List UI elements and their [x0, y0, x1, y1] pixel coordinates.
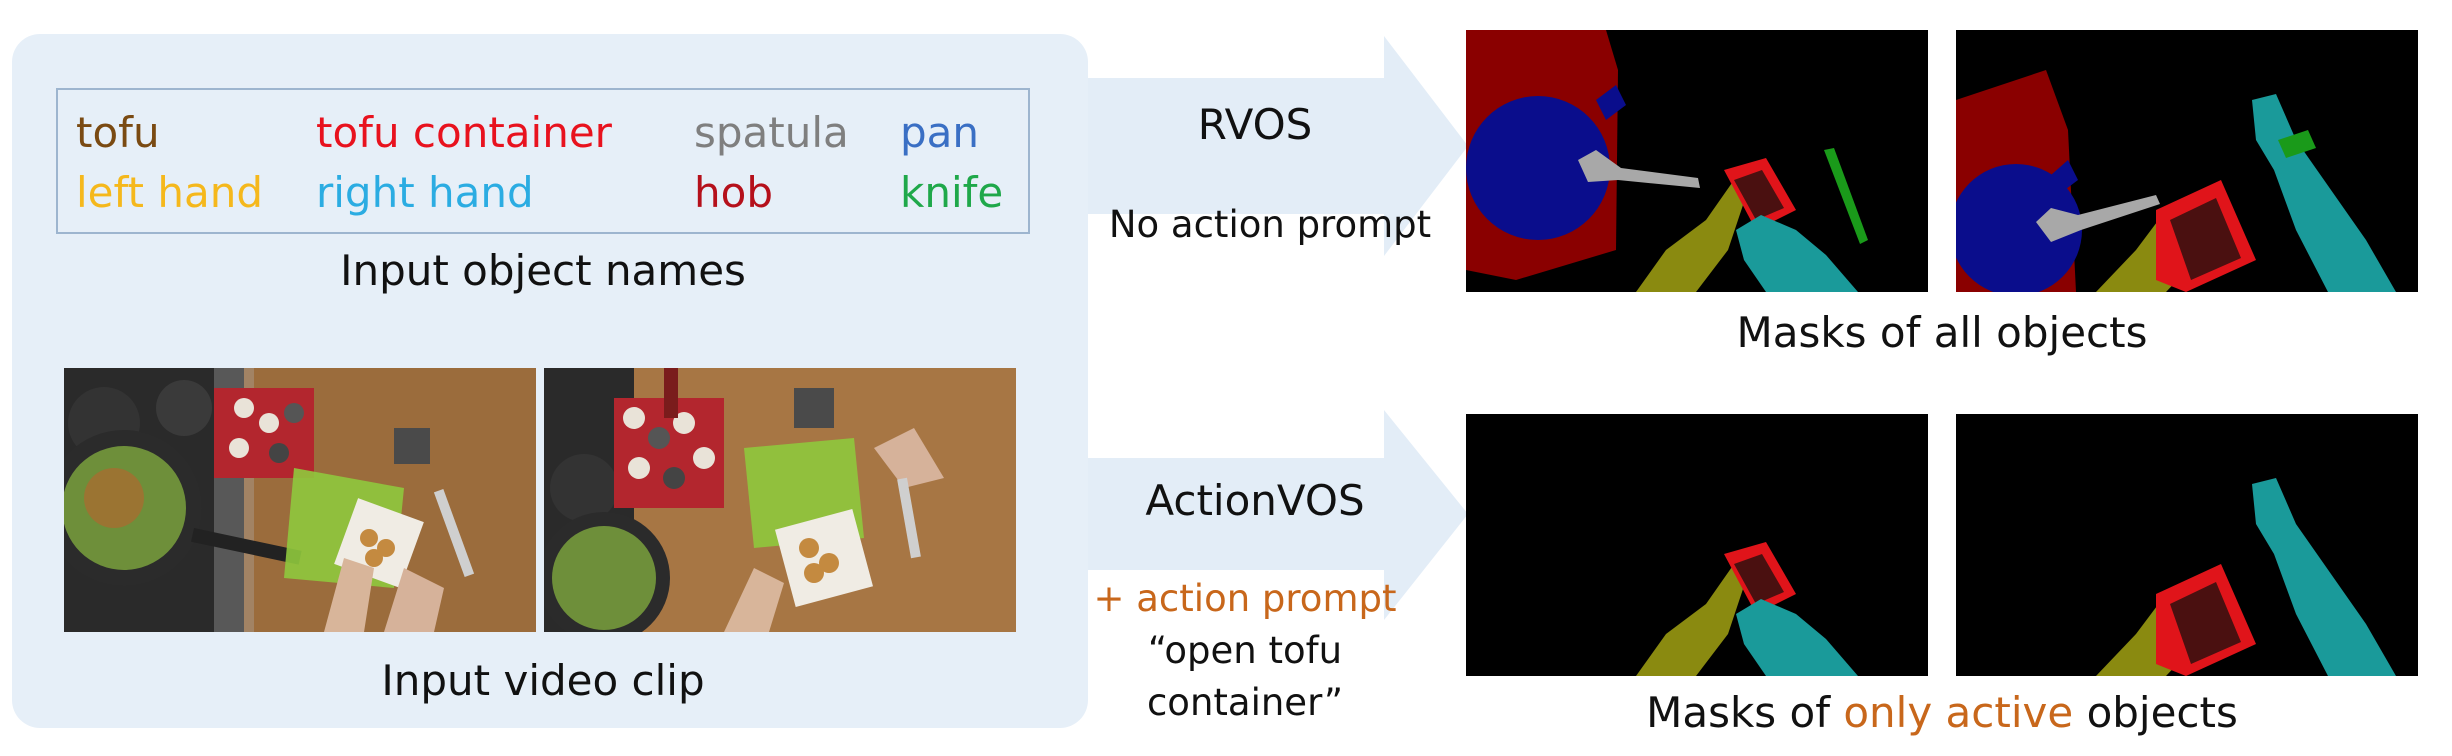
object-name-tofu: tofu [76, 108, 160, 157]
object-names-caption: Input object names [340, 246, 746, 295]
all-objects-mask-2 [1956, 30, 2418, 292]
active-masks-caption-highlight: only active [1843, 688, 2074, 737]
active-objects-mask-2 [1956, 414, 2418, 676]
object-name-pan: pan [900, 108, 980, 157]
object-name-right-hand: right hand [316, 168, 534, 217]
object-name-tofu-container: tofu container [316, 108, 612, 157]
object-name-knife: knife [900, 168, 1004, 217]
object-name-hob: hob [694, 168, 773, 217]
video-clip-caption: Input video clip [381, 656, 705, 705]
rvos-label: RVOS [1197, 100, 1313, 149]
active-objects-mask-1 [1466, 414, 1928, 676]
rvos-note: No action prompt [1108, 203, 1432, 246]
active-masks-caption-prefix: Masks of [1646, 688, 1844, 737]
rvos-arrow [1088, 36, 1468, 256]
video-frame-1 [64, 368, 536, 632]
active-masks-caption-suffix: objects [2073, 688, 2238, 737]
actionvos-label: ActionVOS [1145, 476, 1365, 525]
video-frame-2 [544, 368, 1016, 632]
action-prompt-text-line1: “open tofu [1147, 629, 1343, 672]
active-masks-caption: Masks of only active objects [1466, 692, 2418, 734]
actionvos-arrow [1088, 410, 1468, 620]
object-names-box [56, 88, 1030, 234]
all-objects-mask-1 [1466, 30, 1928, 292]
object-name-left-hand: left hand [76, 168, 264, 217]
object-name-spatula: spatula [694, 108, 849, 157]
action-prompt-label: + action prompt [1093, 577, 1397, 620]
all-masks-caption: Masks of all objects [1736, 308, 2148, 357]
action-prompt-text-line2: container” [1146, 681, 1344, 724]
